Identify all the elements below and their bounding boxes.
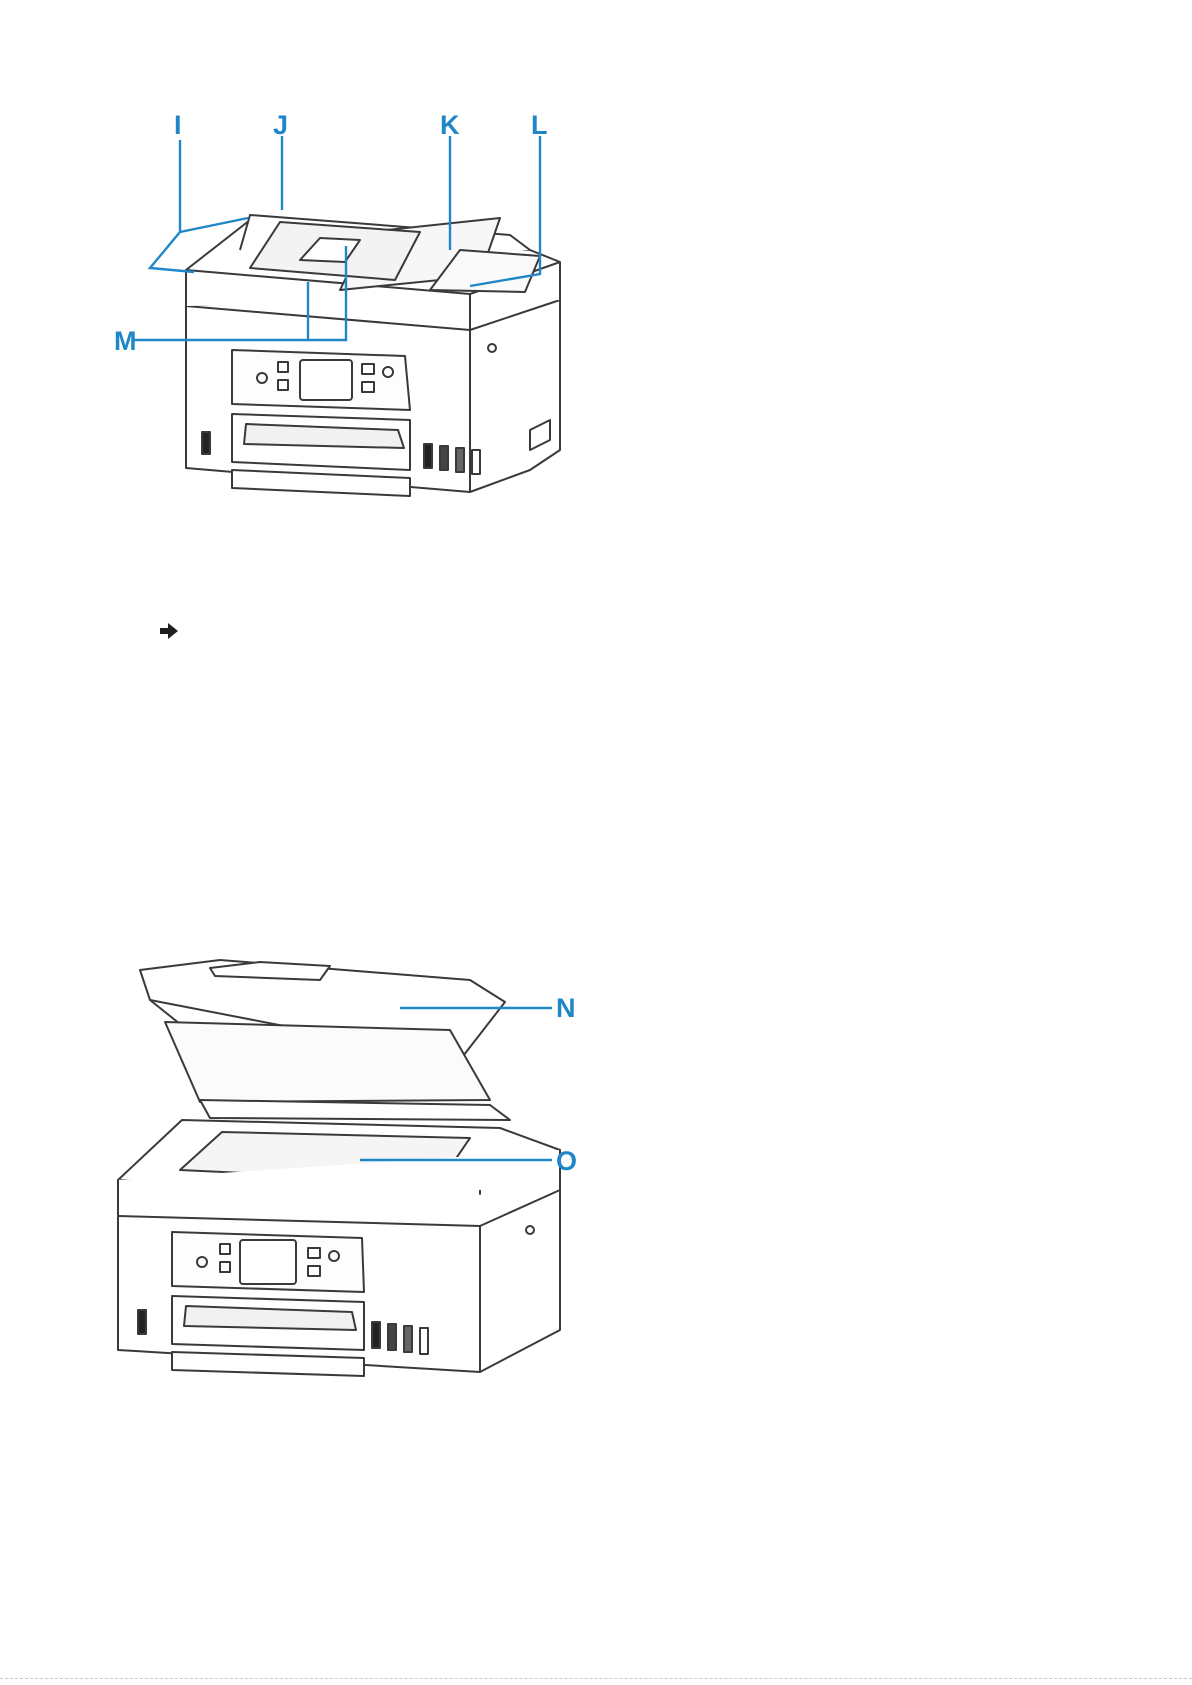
- reference-link-row: [160, 620, 696, 642]
- callout-n: N: [556, 993, 576, 1023]
- reference-link[interactable]: [188, 620, 696, 642]
- arrow-right-icon: [160, 623, 178, 639]
- callout-leaders-bottom: [360, 1008, 552, 1160]
- callout-o: O: [556, 1146, 577, 1176]
- printer-adf-illustration: I J K L M: [0, 0, 1192, 520]
- callout-l: L: [531, 110, 548, 140]
- callout-i: I: [174, 110, 182, 140]
- callout-j: J: [273, 110, 288, 140]
- page-bottom-rule: [0, 1678, 1192, 1679]
- callout-m: M: [114, 326, 137, 356]
- callout-k: K: [440, 110, 460, 140]
